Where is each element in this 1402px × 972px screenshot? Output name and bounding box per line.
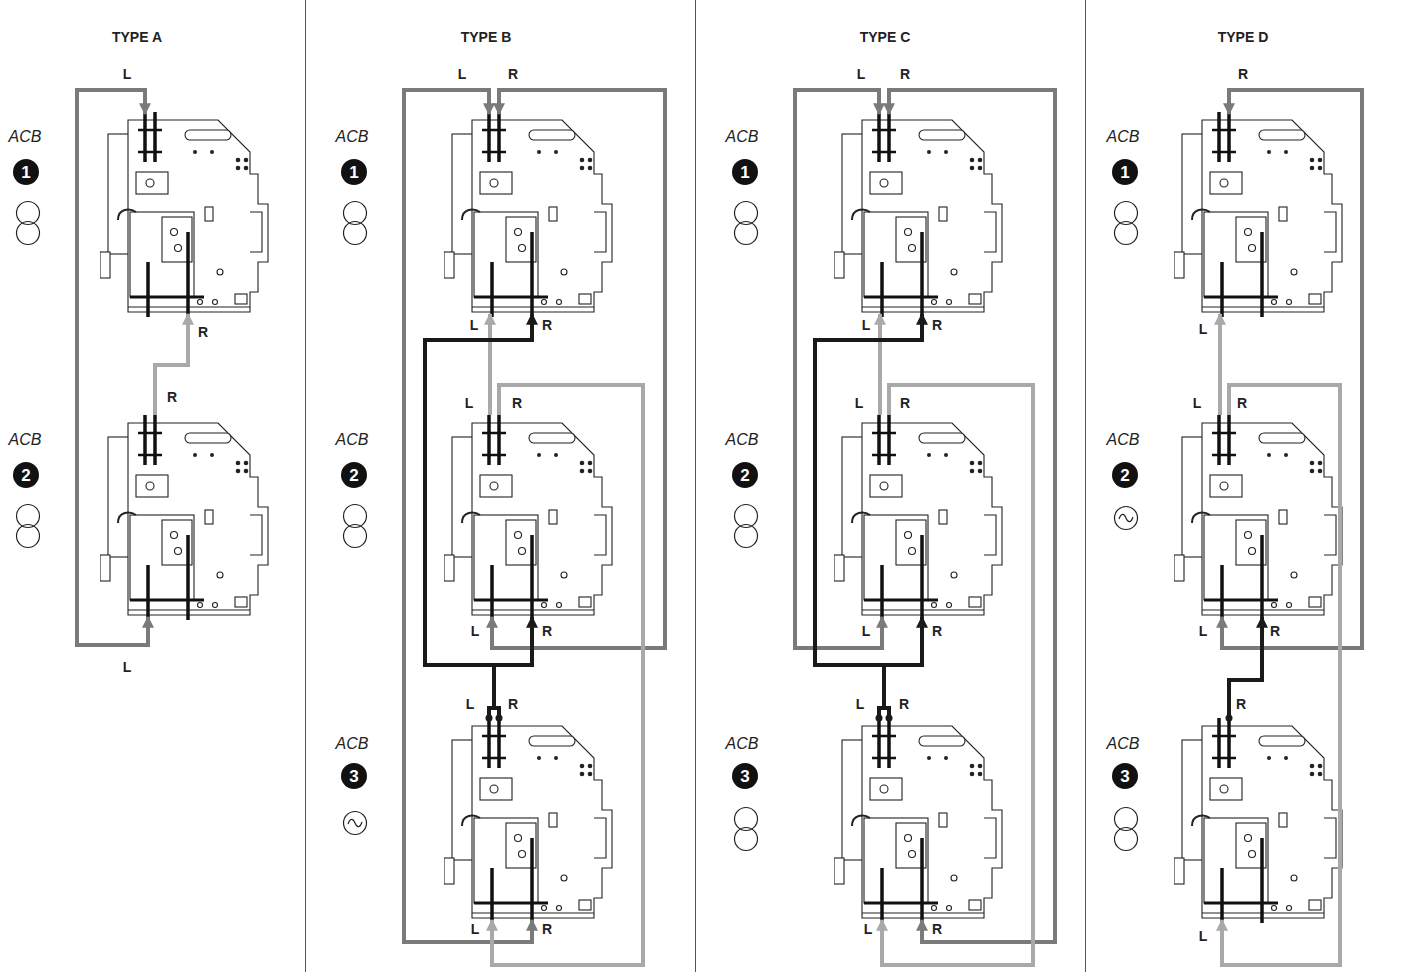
- terminal-label: R: [930, 624, 944, 639]
- terminal-label: R: [165, 390, 179, 405]
- callout-circle: 2: [341, 462, 367, 488]
- terminal-label: R: [506, 67, 520, 82]
- terminal-label: R: [898, 67, 912, 82]
- breaker-label: ACB: [1105, 735, 1142, 753]
- callout-circle: 1: [341, 159, 367, 185]
- terminal-label: L: [1197, 929, 1210, 944]
- callout-number: 1: [1120, 164, 1129, 181]
- callout-circle: 3: [341, 763, 367, 789]
- terminal-label: L: [121, 67, 134, 82]
- terminal-label: R: [1235, 396, 1249, 411]
- terminal-label: L: [860, 624, 873, 639]
- callout-number: 1: [740, 164, 749, 181]
- breaker-label: ACB: [7, 431, 44, 449]
- terminal-label: R: [196, 325, 210, 340]
- breaker-label: ACB: [724, 735, 761, 753]
- callout-number: 1: [349, 164, 358, 181]
- terminal-label: R: [540, 624, 554, 639]
- terminal-label: R: [1268, 624, 1282, 639]
- terminal-label: L: [855, 67, 868, 82]
- terminal-label: R: [540, 922, 554, 937]
- breaker-label: ACB: [334, 431, 371, 449]
- terminal-label: R: [898, 396, 912, 411]
- type-heading: TYPE D: [1216, 30, 1271, 45]
- breaker-label: ACB: [724, 128, 761, 146]
- source-symbol: [17, 202, 1138, 851]
- terminal-label: L: [463, 396, 476, 411]
- terminal-label: L: [1197, 624, 1210, 639]
- junction-dot: [486, 715, 1233, 722]
- callout-circle: 1: [13, 159, 39, 185]
- panel-divider: [306, 0, 1086, 972]
- breaker-label: ACB: [334, 735, 371, 753]
- terminal-label: L: [1197, 322, 1210, 337]
- callout-number: 1: [21, 164, 30, 181]
- terminal-label: L: [1191, 396, 1204, 411]
- terminal-label: L: [469, 624, 482, 639]
- terminal-label: R: [930, 922, 944, 937]
- callout-circle: 3: [1112, 763, 1138, 789]
- interlock-cable: [77, 90, 1362, 965]
- breaker-label: ACB: [7, 128, 44, 146]
- terminal-label: L: [464, 697, 477, 712]
- callout-circle: 1: [1112, 159, 1138, 185]
- breaker-label: ACB: [1105, 431, 1142, 449]
- terminal-label: R: [510, 396, 524, 411]
- terminal-label: L: [121, 660, 134, 675]
- callout-circle: 2: [13, 462, 39, 488]
- callout-number: 2: [21, 467, 30, 484]
- callout-circle: 1: [732, 159, 758, 185]
- callout-number: 2: [349, 467, 358, 484]
- callout-number: 3: [740, 768, 749, 785]
- terminal-label: R: [1234, 697, 1248, 712]
- callout-number: 2: [1120, 467, 1129, 484]
- type-heading: TYPE A: [110, 30, 164, 45]
- callout-number: 3: [1120, 768, 1129, 785]
- breaker-drawing: [100, 112, 1342, 923]
- terminal-label: L: [854, 697, 867, 712]
- breaker-label: ACB: [1105, 128, 1142, 146]
- callout-number: 3: [349, 768, 358, 785]
- terminal-label: L: [853, 396, 866, 411]
- terminal-label: R: [506, 697, 520, 712]
- terminal-label: L: [468, 318, 481, 333]
- breaker-label: ACB: [334, 128, 371, 146]
- breaker-label: ACB: [724, 431, 761, 449]
- type-heading: TYPE B: [459, 30, 514, 45]
- terminal-label: R: [897, 697, 911, 712]
- callout-circle: 2: [732, 462, 758, 488]
- terminal-label: L: [456, 67, 469, 82]
- terminal-label: R: [1236, 67, 1250, 82]
- callout-number: 2: [740, 467, 749, 484]
- terminal-label: L: [862, 922, 875, 937]
- terminal-label: L: [469, 922, 482, 937]
- terminal-label: R: [930, 318, 944, 333]
- callout-circle: 2: [1112, 462, 1138, 488]
- callout-circle: 3: [732, 763, 758, 789]
- terminal-label: L: [860, 318, 873, 333]
- type-heading: TYPE C: [858, 30, 913, 45]
- terminal-label: R: [540, 318, 554, 333]
